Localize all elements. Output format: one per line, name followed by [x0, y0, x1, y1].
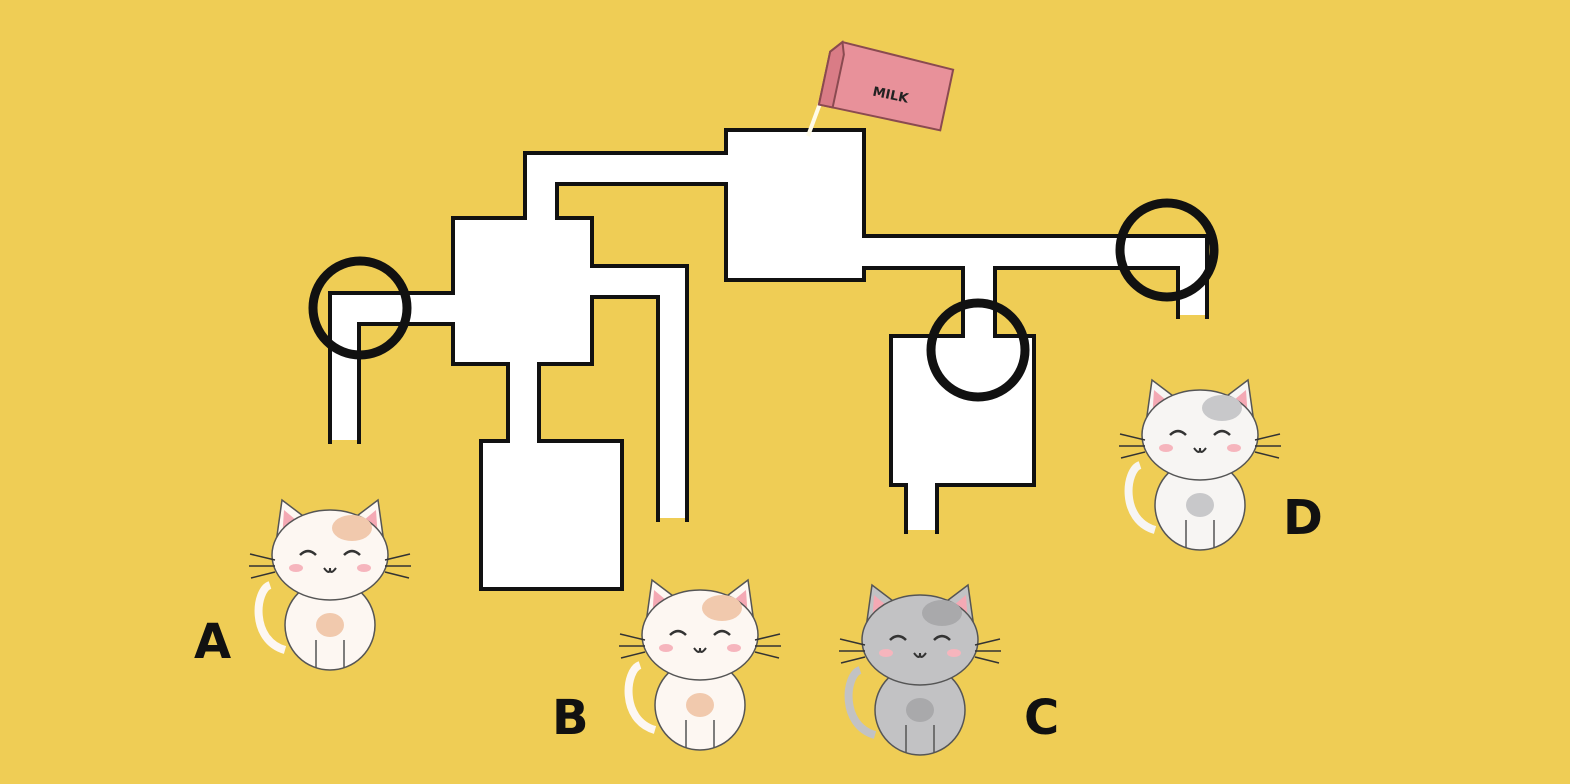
- cat-belly-patch: [316, 613, 344, 637]
- cat-whiskers: [1119, 433, 1281, 459]
- option-a-label[interactable]: A: [194, 614, 232, 670]
- cats: [249, 378, 1281, 756]
- cat-mouth: [1193, 447, 1207, 453]
- pipe-mid-v: [660, 268, 685, 518]
- pipe-right-h: [860, 238, 1205, 266]
- option-b-label[interactable]: B: [552, 690, 589, 746]
- pipe-open-end-fill: [908, 520, 935, 530]
- top-tank: [728, 132, 862, 278]
- pipe-open-end-fill: [1180, 305, 1205, 315]
- pipe-top-left-h: [527, 155, 730, 182]
- cat-belly-patch: [1186, 493, 1214, 517]
- cat-c[interactable]: [839, 583, 1001, 756]
- cat-b[interactable]: [619, 578, 781, 751]
- pipe-left-v: [332, 295, 357, 440]
- highlight-circle-middle: [926, 298, 1030, 402]
- cat-head-patch: [332, 515, 372, 541]
- option-d-label[interactable]: D: [1283, 490, 1323, 546]
- cat-whiskers: [839, 638, 1001, 664]
- cat-belly-patch: [686, 693, 714, 717]
- cat-eyes: [889, 634, 951, 641]
- bottom-tank: [483, 443, 620, 587]
- highlight-circles: [308, 198, 1219, 402]
- right-tank: [893, 338, 1032, 483]
- cat-whiskers: [619, 633, 781, 659]
- left-tank: [455, 220, 590, 362]
- milk-carton: MILK: [817, 40, 955, 132]
- pipe-branch: [965, 238, 993, 343]
- cat-eyes: [1169, 429, 1231, 436]
- cat-whiskers: [249, 553, 411, 579]
- cat-eyes: [669, 629, 731, 636]
- cat-mouth: [323, 567, 337, 573]
- cat-mouth: [913, 652, 927, 658]
- pipe-open-end-fill: [332, 430, 357, 440]
- cat-belly-patch: [906, 698, 934, 722]
- pipe-top-left-v: [527, 155, 555, 223]
- pipe-down: [510, 360, 537, 445]
- cat-head-patch: [922, 600, 962, 626]
- cat-head-patch: [702, 595, 742, 621]
- option-c-label[interactable]: C: [1024, 690, 1060, 746]
- highlight-circle-left: [308, 256, 412, 360]
- cat-eyes: [299, 549, 361, 556]
- highlight-circle-right: [1115, 198, 1219, 302]
- pipe-fill-layer: [332, 132, 1205, 587]
- pipe-open-end-fill: [660, 508, 685, 518]
- cat-d[interactable]: [1119, 378, 1281, 551]
- cat-head-patch: [1202, 395, 1242, 421]
- cat-a[interactable]: [249, 498, 411, 671]
- cat-mouth: [693, 647, 707, 653]
